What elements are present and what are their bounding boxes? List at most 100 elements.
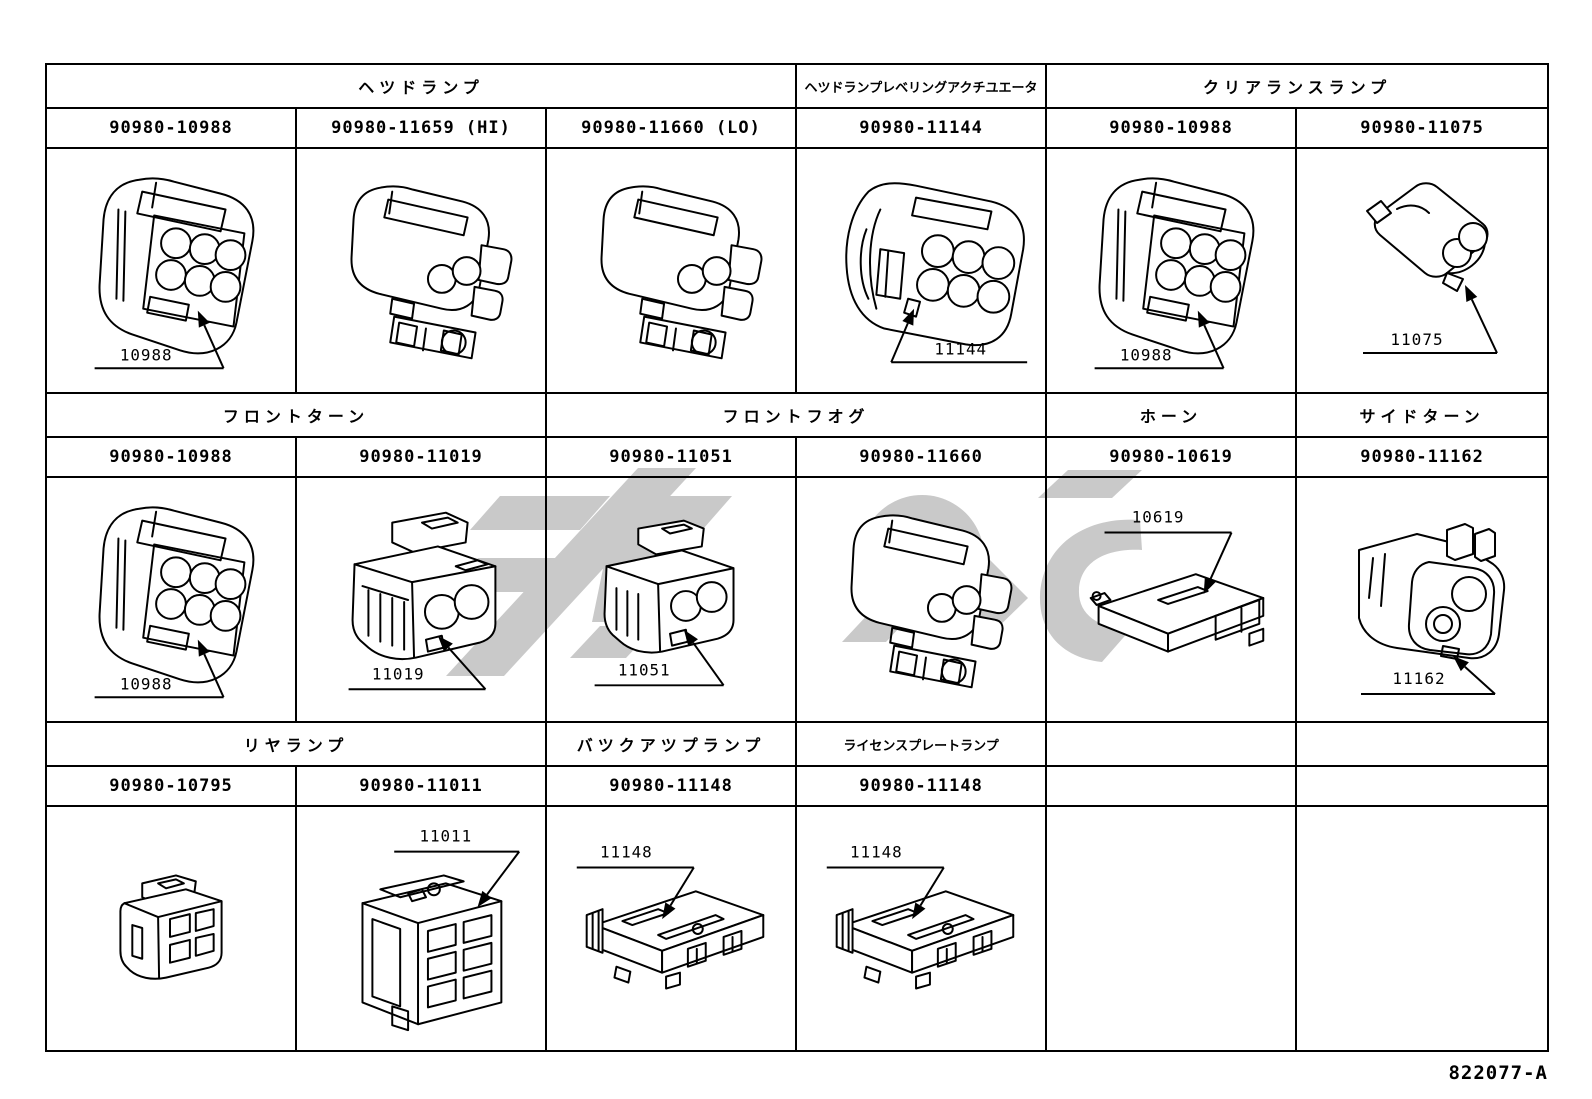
connector-outline: [911, 196, 993, 231]
section-header-cell: ホーン: [1045, 392, 1298, 438]
connector-outline: [160, 556, 192, 589]
connector-drawing-rect-2pin: 11148: [826, 843, 1015, 990]
figure-cell: [45, 805, 297, 1052]
part-number-cell: 90980-11144: [795, 107, 1048, 149]
callout-arrowhead: [662, 902, 676, 920]
connector-outline: [1157, 586, 1209, 605]
callout-leader-line: [1464, 665, 1496, 695]
callout-leader-line: [890, 322, 909, 363]
connector-outline: [639, 315, 727, 360]
connector-outline: [1366, 200, 1393, 224]
connector-outline: [183, 265, 216, 297]
part-number-cell: 90980-11660 (LO): [544, 107, 798, 149]
connector-outline: [421, 516, 459, 530]
document-number: 822077-A: [1448, 1062, 1548, 1084]
connector-drawing-box-2pin-sm: 11051: [594, 519, 735, 687]
connector-outline: [407, 888, 427, 903]
callout-arrowhead: [1465, 285, 1478, 303]
connector-outline: [160, 227, 192, 260]
connector-drawing-box-6pin: 11011: [361, 827, 521, 1032]
callout-label: 11019: [372, 664, 425, 683]
connector-outline: [657, 914, 725, 940]
connector-outline: [383, 198, 469, 237]
connector-outline: [889, 626, 916, 649]
connector-outline: [389, 315, 477, 360]
empty-figure-cell: [1045, 805, 1298, 1052]
connector-outline: [657, 583, 662, 653]
connector-outline: [454, 559, 489, 572]
connector-outline: [470, 285, 504, 321]
empty-figure-cell: [1295, 805, 1550, 1052]
figure-cell: 11075: [1295, 147, 1550, 394]
connector-outline: [122, 210, 127, 302]
connector-drawing-round-6pin: 10988: [94, 506, 255, 699]
callout-label: 11051: [618, 660, 671, 679]
connector-outline: [350, 185, 490, 311]
figure-cell: 11148: [544, 805, 798, 1052]
connector-drawing-side-2pin: 11162: [1358, 523, 1506, 695]
connector-outline: [691, 923, 704, 935]
connector-outline: [183, 594, 216, 626]
connector-outline: [155, 588, 187, 620]
section-header-cell: フロントフオグ: [544, 392, 1048, 438]
callout-leader-line: [486, 851, 521, 896]
connector-outline: [727, 244, 763, 286]
callout-arrowhead: [197, 310, 210, 328]
connector-outline: [477, 244, 513, 286]
callout-leader-line: [1209, 532, 1233, 580]
callout-label: 10619: [1132, 508, 1185, 527]
connector-outline: [142, 543, 246, 657]
connector-outline: [411, 565, 497, 584]
connector-outline: [981, 246, 1016, 280]
empty-part-number-cell: [1045, 765, 1298, 807]
connector-outline: [440, 329, 467, 356]
connector-outline: [155, 259, 187, 291]
section-header-row: リヤランプバツクアツプランプライセンスプレートランプ: [45, 721, 1550, 767]
callout-leader-line: [919, 866, 945, 907]
connector-outline: [188, 233, 221, 266]
callout-arrowhead: [197, 639, 210, 657]
connector-outline: [907, 914, 975, 940]
connector-outline: [209, 270, 242, 303]
section-header-cell: ヘツドランプレベリングアクチユエータ: [795, 63, 1048, 109]
figure-cell: 11011: [295, 805, 547, 1052]
callout-label: 11148: [850, 843, 903, 862]
connector-outline: [214, 239, 247, 271]
connector-outline: [1396, 204, 1431, 214]
section-header-cell: クリアランスランプ: [1045, 63, 1550, 109]
connector-outline: [136, 190, 227, 233]
connector-outline: [421, 327, 427, 352]
connector-outline: [1474, 528, 1497, 562]
section-header-cell: サイドターン: [1295, 392, 1550, 438]
connector-outline: [1188, 233, 1221, 266]
callout-arrowhead: [437, 635, 453, 652]
part-number-cell: 90980-11148: [544, 765, 798, 807]
part-number-cell: 90980-11051: [544, 436, 798, 478]
connector-outline: [657, 567, 735, 586]
connector-drawing-round-6pin: 10988: [94, 177, 255, 370]
connector-outline: [361, 585, 410, 601]
connector-outline: [214, 568, 247, 600]
connector-outline: [951, 240, 986, 274]
callout-leader-line: [1203, 324, 1225, 369]
connector-outline: [1425, 606, 1462, 642]
connector-outline: [895, 650, 919, 677]
callout-label: 11162: [1392, 669, 1445, 688]
connector-outline: [585, 908, 604, 954]
connector-outline: [970, 614, 1004, 650]
connector-outline: [451, 256, 482, 286]
connector-outline: [883, 527, 969, 566]
connector-outline: [1151, 181, 1158, 209]
connector-outline: [889, 644, 977, 689]
connector-outline: [972, 929, 993, 956]
part-number-cell: 90980-10795: [45, 765, 297, 807]
connector-outline: [123, 902, 160, 919]
connector-outline: [605, 565, 660, 586]
connector-outline: [426, 264, 457, 294]
connector-outline: [835, 908, 854, 954]
connector-outline: [672, 327, 677, 352]
connector-outline: [391, 511, 469, 554]
connector-outline: [1155, 259, 1187, 291]
